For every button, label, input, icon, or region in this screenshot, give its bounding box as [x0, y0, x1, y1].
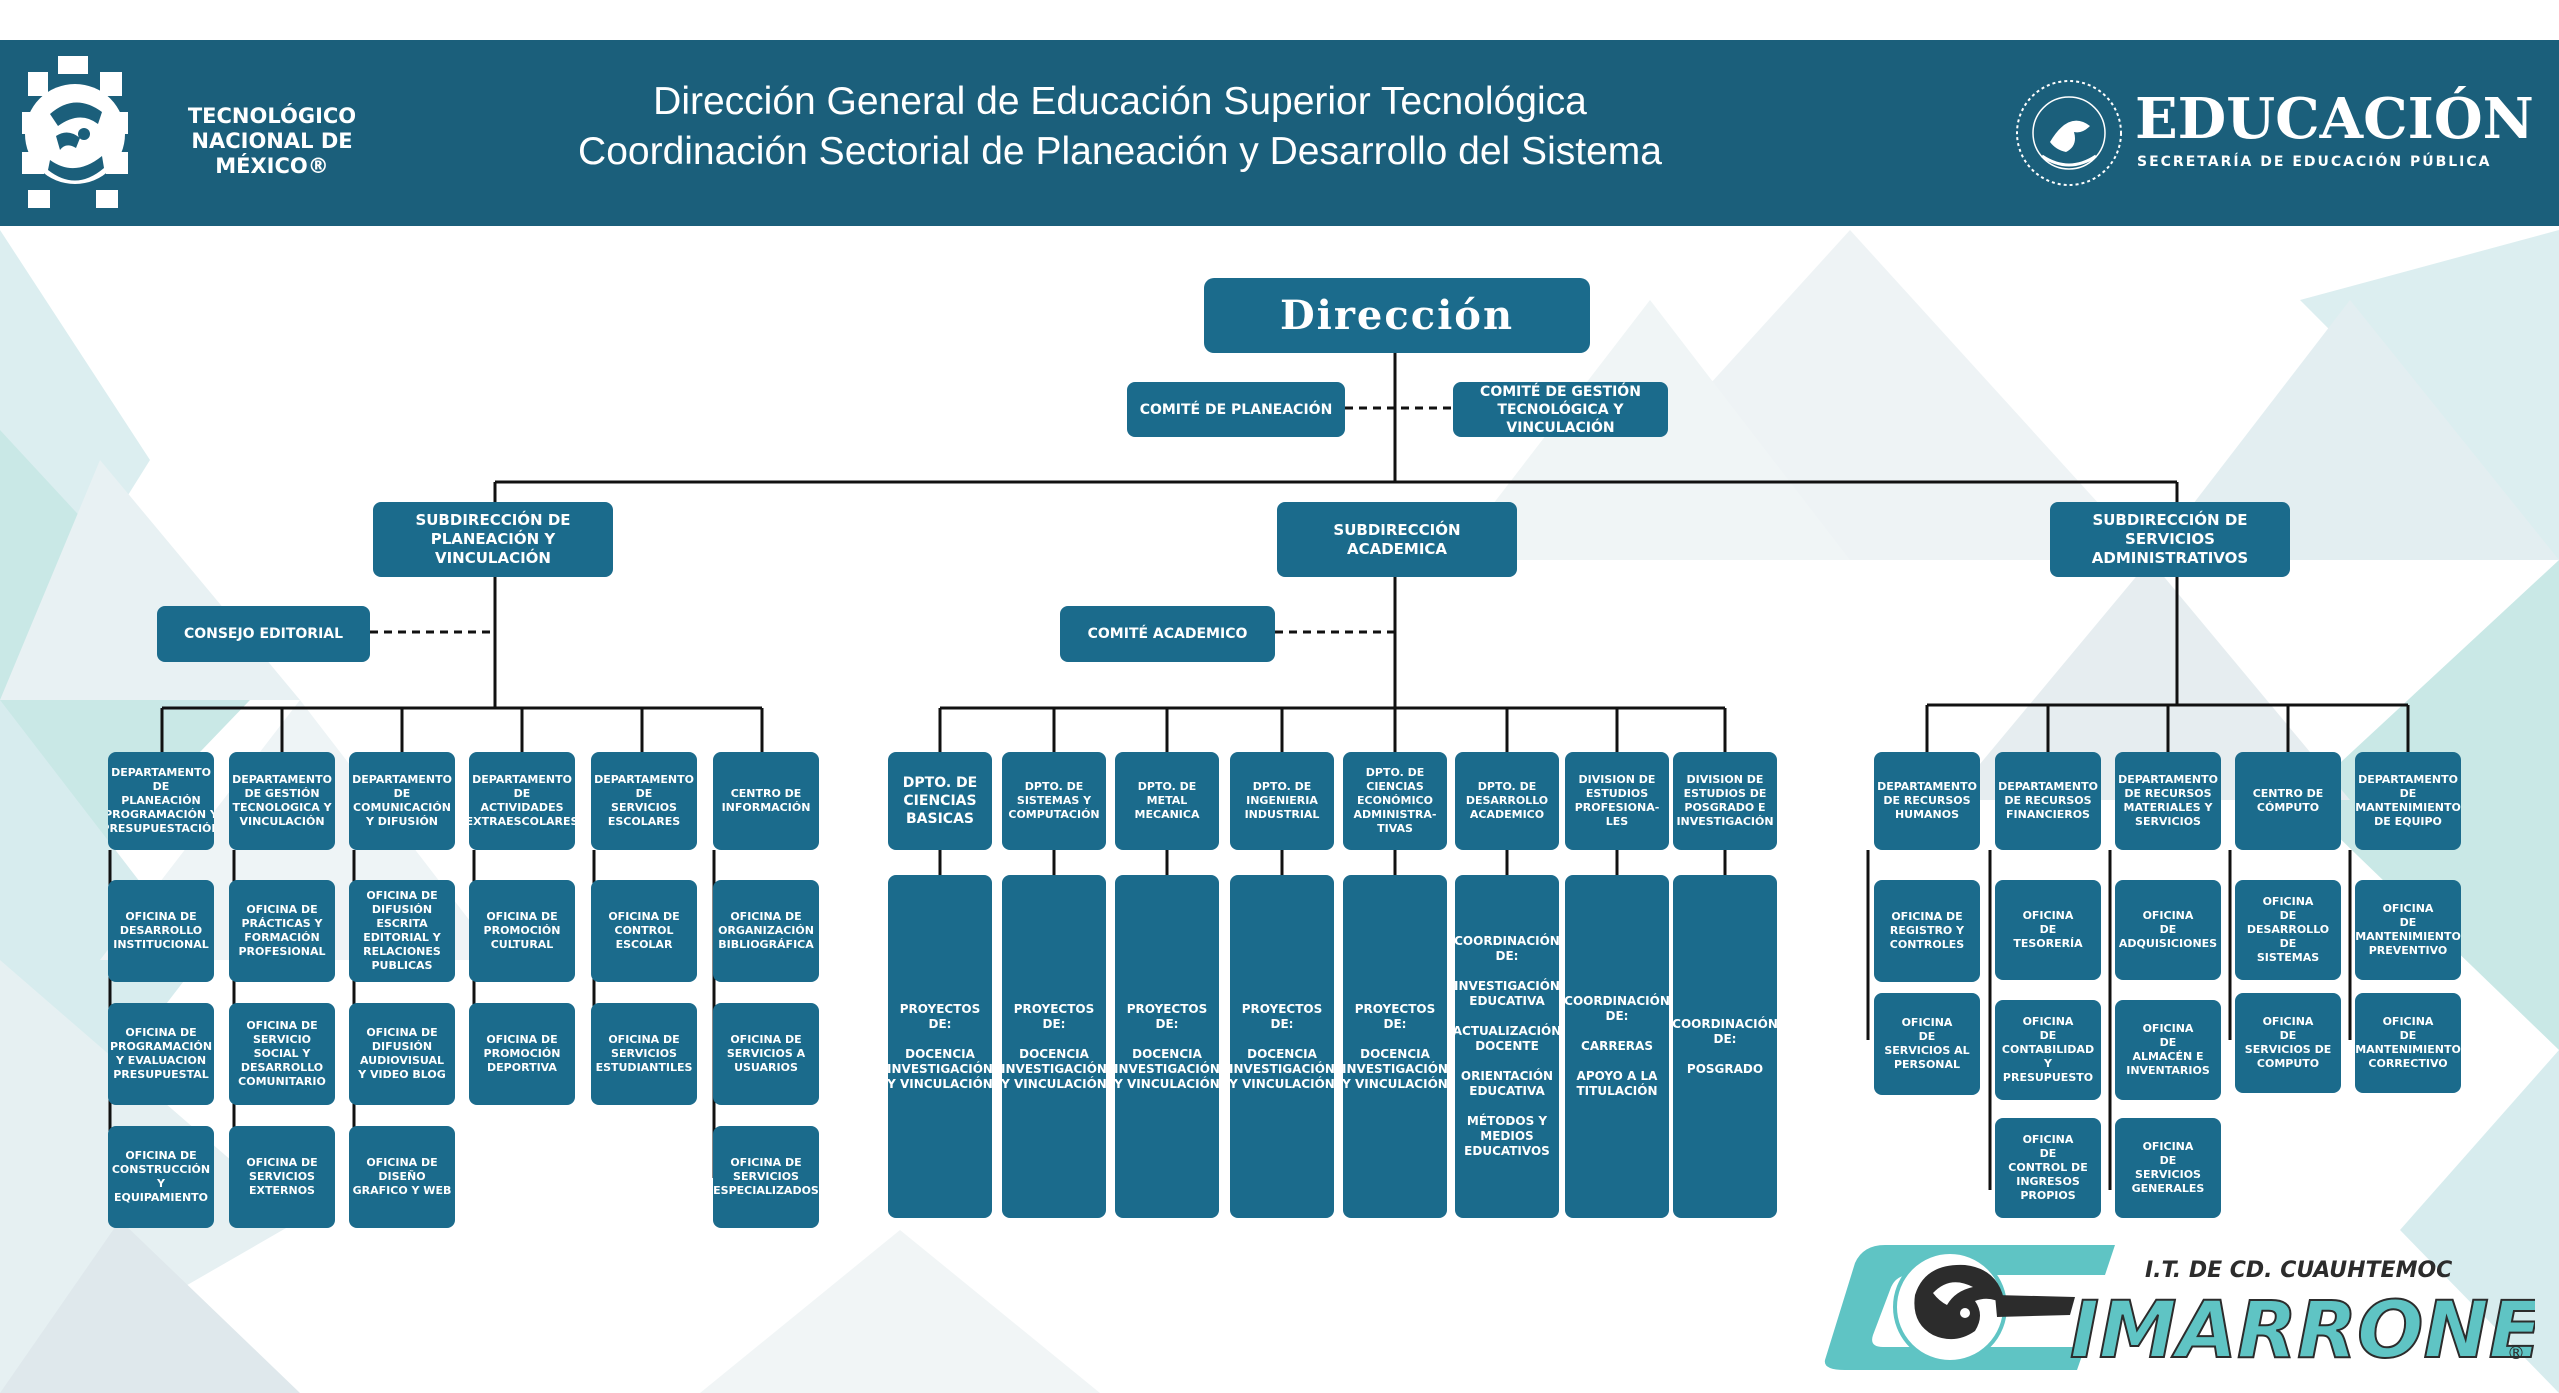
- oficina-generales-box: OFICINA DE SERVICIOS GENERALES: [2115, 1118, 2221, 1218]
- oficina-des-sistemas-box: OFICINA DE DESARROLLO DE SISTEMAS: [2235, 880, 2341, 980]
- coordinacion-academico-box: COORDINACIÓN DE: INVESTIGACIÓN EDUCATIVA…: [1455, 875, 1559, 1218]
- oficina-construccion-box: OFICINA DE CONSTRUCCIÓN Y EQUIPAMIENTO: [108, 1126, 214, 1228]
- dept-humanos-box: DEPARTAMENTO DE RECURSOS HUMANOS: [1874, 752, 1980, 850]
- oficina-contabilidad-box: OFICINA DE CONTABILIDAD Y PRESUPUESTO: [1995, 1000, 2101, 1100]
- oficina-desarrollo-box: OFICINA DE DESARROLLO INSTITUCIONAL: [108, 880, 214, 982]
- oficina-estudiantiles-box: OFICINA DE SERVICIOS ESTUDIANTILES: [591, 1003, 697, 1105]
- oficina-almacen-box: OFICINA DE ALMACÉN E INVENTARIOS: [2115, 1000, 2221, 1100]
- oficina-registro-box: OFICINA DE REGISTRO Y CONTROLES: [1874, 880, 1980, 982]
- dept-financieros-box: DEPARTAMENTO DE RECURSOS FINANCIEROS: [1995, 752, 2101, 850]
- oficina-difusion-box: OFICINA DE DIFUSIÓN ESCRITA EDITORIAL Y …: [349, 880, 455, 982]
- cimarrones-registered: ®: [2507, 1343, 2525, 1364]
- centro-computo-box: CENTRO DE CÓMPUTO: [2235, 752, 2341, 850]
- oficina-usuarios-box: OFICINA DE SERVICIOS A USUARIOS: [713, 1003, 819, 1105]
- oficina-especializados-box: OFICINA DE SERVICIOS ESPECIALIZADOS: [713, 1126, 819, 1228]
- oficina-serv-computo-box: OFICINA DE SERVICIOS DE COMPUTO: [2235, 993, 2341, 1093]
- oficina-practicas-box: OFICINA DE PRÁCTICAS Y FORMACIÓN PROFESI…: [229, 880, 335, 982]
- dpto-industrial-box: DPTO. DE INGENIERIA INDUSTRIAL: [1230, 752, 1334, 850]
- oficina-preventivo-box: OFICINA DE MANTENIMIENTO PREVENTIVO: [2355, 880, 2461, 980]
- subdireccion-planeacion-box: SUBDIRECCIÓN DE PLANEACIÓN Y VINCULACIÓN: [373, 502, 613, 577]
- division-posgrado-box: DIVISION DE ESTUDIOS DE POSGRADO E INVES…: [1673, 752, 1777, 850]
- cimarrones-name-text: IMARRONES: [2070, 1286, 2535, 1375]
- oficina-correctivo-box: OFICINA DE MANTENIMIENTO CORRECTIVO: [2355, 993, 2461, 1093]
- centro-informacion-box: CENTRO DE INFORMACIÓN: [713, 752, 819, 850]
- dpto-economico-box: DPTO. DE CIENCIAS ECONÓMICO ADMINISTRA- …: [1343, 752, 1447, 850]
- dept-escolares-box: DEPARTAMENTO DE SERVICIOS ESCOLARES: [591, 752, 697, 850]
- dpto-ciencias-basicas-box: DPTO. DE CIENCIAS BASICAS: [888, 752, 992, 850]
- mexico-seal-icon: [2016, 80, 2122, 186]
- oficina-ingresos-box: OFICINA DE CONTROL DE INGRESOS PROPIOS: [1995, 1118, 2101, 1218]
- dpto-metal-box: DPTO. DE METAL MECANICA: [1115, 752, 1219, 850]
- header-bar: [0, 40, 2559, 226]
- tec-logo-text: TECNOLÓGICO NACIONAL DE MÉXICO®: [142, 104, 402, 179]
- dpto-sistemas-box: DPTO. DE SISTEMAS Y COMPUTACIÓN: [1002, 752, 1106, 850]
- subdireccion-administrativos-box: SUBDIRECCIÓN DE SERVICIOS ADMINISTRATIVO…: [2050, 502, 2290, 577]
- oficina-cultural-box: OFICINA DE PROMOCIÓN CULTURAL: [469, 880, 575, 982]
- dept-mantenimiento-box: DEPARTAMENTO DE MANTENIMIENTO DE EQUIPO: [2355, 752, 2461, 850]
- dept-comunicacion-box: DEPARTAMENTO DE COMUNICACIÓN Y DIFUSIÓN: [349, 752, 455, 850]
- dept-actividades-box: DEPARTAMENTO DE ACTIVIDADES EXTRAESCOLAR…: [469, 752, 575, 850]
- header-title-line1: Dirección General de Educación Superior …: [653, 80, 1587, 123]
- cimarrones-logo: I.T. DE CD. CUAUHTEMOC IMARRONES ®: [1824, 1245, 2535, 1375]
- educacion-logo-title: EDUCACIÓN: [2135, 86, 2534, 152]
- proyectos-sistemas-box: PROYECTOS DE: DOCENCIA INVESTIGACIÓN Y V…: [1002, 875, 1106, 1218]
- oficina-programacion-box: OFICINA DE PROGRAMACIÓN Y EVALUACION PRE…: [108, 1003, 214, 1105]
- dpto-academico-box: DPTO. DE DESARROLLO ACADEMICO: [1455, 752, 1559, 850]
- oficina-diseno-box: OFICINA DE DISEÑO GRAFICO Y WEB: [349, 1126, 455, 1228]
- oficina-tesoreria-box: OFICINA DE TESORERÍA: [1995, 880, 2101, 980]
- tec-gear-logo: [22, 56, 128, 208]
- cimarrones-top-text: I.T. DE CD. CUAUHTEMOC: [2145, 1258, 2452, 1283]
- educacion-logo-subtitle: SECRETARÍA DE EDUCACIÓN PÚBLICA: [2137, 154, 2492, 170]
- oficina-audiovisual-box: OFICINA DE DIFUSIÓN AUDIOVISUAL Y VIDEO …: [349, 1003, 455, 1105]
- proyectos-economico-box: PROYECTOS DE: DOCENCIA INVESTIGACIÓN Y V…: [1343, 875, 1447, 1218]
- oficina-control-escolar-box: OFICINA DE CONTROL ESCOLAR: [591, 880, 697, 982]
- comite-planeacion-box: COMITÉ DE PLANEACIÓN: [1127, 382, 1345, 437]
- tec-logo-line1: TECNOLÓGICO: [187, 104, 357, 128]
- dept-planeacion-box: DEPARTAMENTO DE PLANEACIÓN PROGRAMACIÓN …: [108, 752, 214, 850]
- consejo-editorial-box: CONSEJO EDITORIAL: [157, 606, 370, 662]
- division-profesionales-box: DIVISION DE ESTUDIOS PROFESIONA- LES: [1565, 752, 1669, 850]
- comite-gestion-box: COMITÉ DE GESTIÓN TECNOLÓGICA Y VINCULAC…: [1453, 382, 1668, 437]
- oficina-externos-box: OFICINA DE SERVICIOS EXTERNOS: [229, 1126, 335, 1228]
- direccion-box: Dirección: [1204, 278, 1590, 353]
- coordinacion-posgrado-box: COORDINACIÓN DE: POSGRADO: [1673, 875, 1777, 1218]
- coordinacion-carreras-box: COORDINACIÓN DE: CARRERAS APOYO A LA TIT…: [1565, 875, 1669, 1218]
- subdireccion-academica-box: SUBDIRECCIÓN ACADEMICA: [1277, 502, 1517, 577]
- dept-gestion-box: DEPARTAMENTO DE GESTIÓN TECNOLOGICA Y VI…: [229, 752, 335, 850]
- oficina-adquisiciones-box: OFICINA DE ADQUISICIONES: [2115, 880, 2221, 980]
- tec-logo-line2: NACIONAL DE MÉXICO®: [191, 129, 353, 178]
- oficina-bibliografica-box: OFICINA DE ORGANIZACIÓN BIBLIOGRÁFICA: [713, 880, 819, 982]
- dept-materiales-box: DEPARTAMENTO DE RECURSOS MATERIALES Y SE…: [2115, 752, 2221, 850]
- proyectos-industrial-box: PROYECTOS DE: DOCENCIA INVESTIGACIÓN Y V…: [1230, 875, 1334, 1218]
- header-title-line2: Coordinación Sectorial de Planeación y D…: [578, 130, 1662, 173]
- proyectos-basicas-box: PROYECTOS DE: DOCENCIA INVESTIGACIÓN Y V…: [888, 875, 992, 1218]
- oficina-servicio-social-box: OFICINA DE SERVICIO SOCIAL Y DESARROLLO …: [229, 1003, 335, 1105]
- proyectos-metal-box: PROYECTOS DE: DOCENCIA INVESTIGACIÓN Y V…: [1115, 875, 1219, 1218]
- oficina-deportiva-box: OFICINA DE PROMOCIÓN DEPORTIVA: [469, 1003, 575, 1105]
- oficina-personal-box: OFICINA DE SERVICIOS AL PERSONAL: [1874, 993, 1980, 1095]
- comite-academico-box: COMITÉ ACADEMICO: [1060, 606, 1275, 662]
